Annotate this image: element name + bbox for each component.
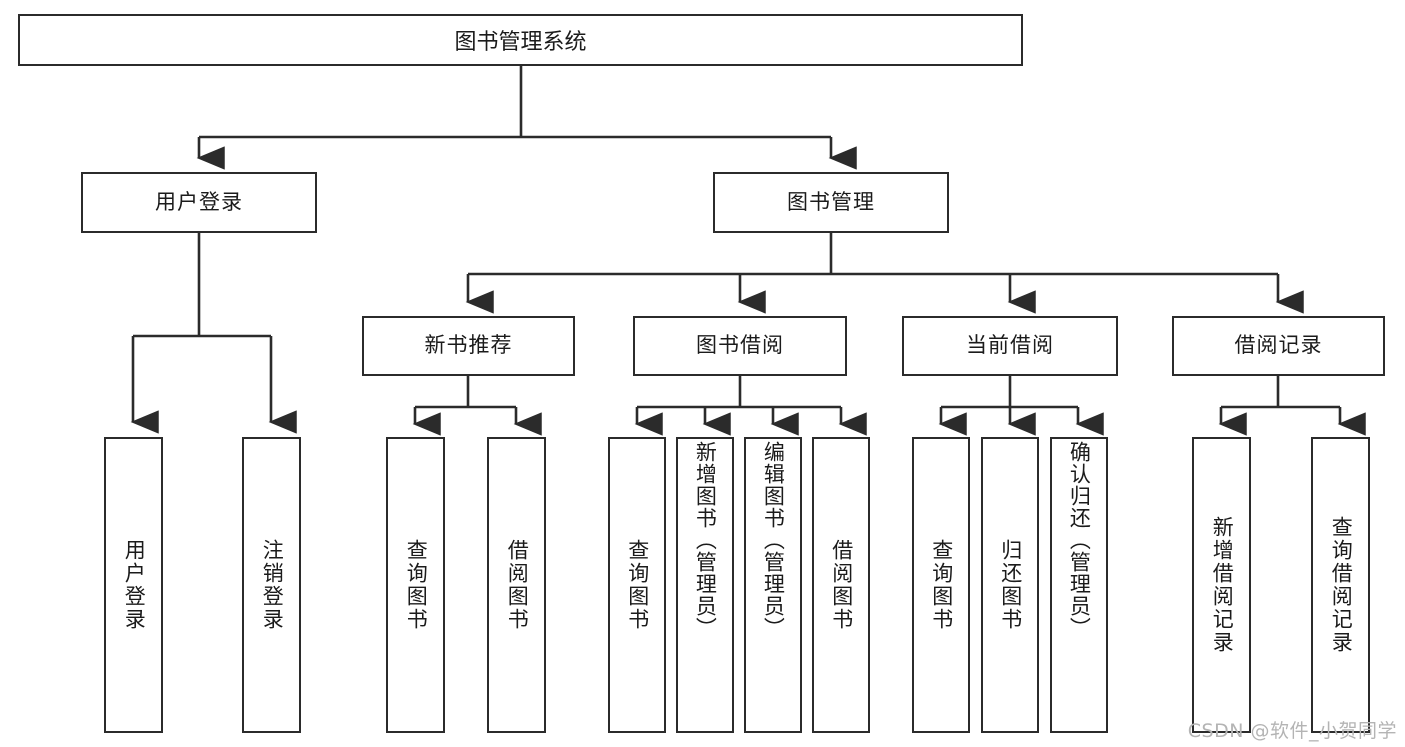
leaf-book-borrow-edit[interactable]: 编辑图书（管理员） (744, 437, 802, 733)
leaf-label: 查询图书 (404, 539, 429, 631)
leaf-label: 编辑图书（管理员） (761, 441, 786, 639)
node-book-borrow-label: 图书借阅 (696, 333, 784, 358)
node-current-borrow-label: 当前借阅 (966, 333, 1054, 358)
node-new-book-recommend-label: 新书推荐 (424, 333, 513, 358)
leaf-current-borrow-query[interactable]: 查询图书 (912, 437, 970, 733)
leaf-borrow-record-query[interactable]: 查询借阅记录 (1311, 437, 1370, 733)
node-root-label: 图书管理系统 (454, 30, 587, 55)
leaf-label: 新增借阅记录 (1210, 516, 1235, 654)
watermark: CSDN @软件_小贺同学 (1187, 720, 1397, 742)
leaf-new-book-query[interactable]: 查询图书 (386, 437, 445, 733)
leaf-user-login-logout[interactable]: 注销登录 (242, 437, 301, 733)
leaf-label: 确认归还（管理员） (1067, 441, 1092, 639)
node-root[interactable]: 图书管理系统 (18, 14, 1023, 66)
leaf-current-borrow-return[interactable]: 归还图书 (981, 437, 1039, 733)
node-borrow-record[interactable]: 借阅记录 (1172, 316, 1385, 376)
leaf-label: 查询图书 (929, 539, 954, 631)
leaf-label: 借阅图书 (505, 539, 530, 631)
leaf-book-borrow-query[interactable]: 查询图书 (608, 437, 666, 733)
leaf-label: 归还图书 (998, 539, 1023, 631)
node-book-borrow[interactable]: 图书借阅 (633, 316, 847, 376)
node-book-manage[interactable]: 图书管理 (713, 172, 949, 233)
leaf-user-login-login[interactable]: 用户登录 (104, 437, 163, 733)
leaf-label: 查询借阅记录 (1329, 516, 1354, 654)
leaf-label: 借阅图书 (829, 539, 854, 631)
leaf-new-book-borrow[interactable]: 借阅图书 (487, 437, 546, 733)
node-book-manage-label: 图书管理 (787, 189, 875, 214)
node-user-login[interactable]: 用户登录 (81, 172, 317, 233)
leaf-label: 用户登录 (122, 539, 147, 631)
leaf-book-borrow-add[interactable]: 新增图书（管理员） (676, 437, 734, 733)
leaf-current-borrow-confirm[interactable]: 确认归还（管理员） (1050, 437, 1108, 733)
node-new-book-recommend[interactable]: 新书推荐 (362, 316, 575, 376)
leaf-book-borrow-borrow[interactable]: 借阅图书 (812, 437, 870, 733)
leaf-borrow-record-add[interactable]: 新增借阅记录 (1192, 437, 1251, 733)
leaf-label: 注销登录 (260, 539, 285, 631)
node-borrow-record-label: 借阅记录 (1234, 333, 1323, 358)
node-user-login-label: 用户登录 (155, 189, 243, 214)
node-current-borrow[interactable]: 当前借阅 (902, 316, 1118, 376)
leaf-label: 查询图书 (625, 539, 650, 631)
leaf-label: 新增图书（管理员） (693, 441, 718, 639)
